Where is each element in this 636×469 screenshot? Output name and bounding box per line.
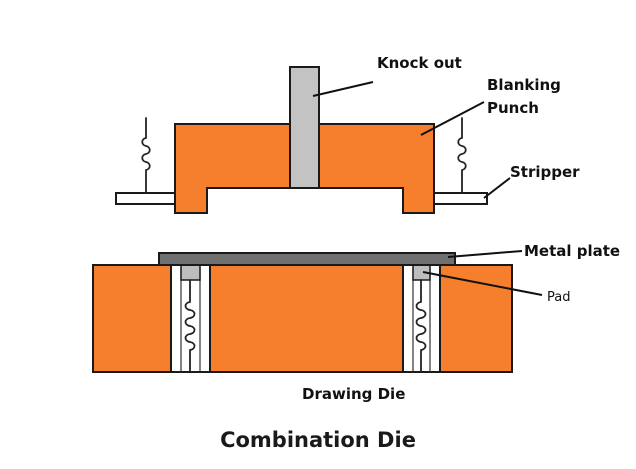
drawing-die-left-block [92, 264, 172, 373]
metal-plate-label: Metal plate [524, 242, 620, 260]
diagram-title: Combination Die [220, 428, 416, 452]
pad-spring-left-icon [184, 279, 196, 373]
drawing-die-label: Drawing Die [302, 385, 405, 403]
stripper-plate-right [432, 192, 488, 205]
pad-spring-right-icon [415, 279, 427, 373]
stripper-label: Stripper [510, 163, 580, 181]
stripper-spring-left-icon [141, 117, 151, 194]
knock-out-rod [289, 66, 320, 189]
blanking-punch-leader [420, 101, 485, 136]
knock-out-leader [312, 81, 374, 97]
pad-left [180, 264, 201, 281]
stripper-spring-right-icon [457, 117, 467, 194]
drawing-die-center-block [209, 264, 404, 373]
blanking-punch-label-line1: Blanking [487, 76, 561, 94]
pad-label: Pad [547, 290, 570, 305]
stripper-leader [483, 177, 511, 199]
blanking-punch-label-line2: Punch [487, 99, 539, 117]
metal-plate [158, 252, 456, 266]
drawing-die-right-block [439, 264, 513, 373]
pad-leader [422, 271, 543, 296]
stripper-plate-left [115, 192, 179, 205]
knock-out-label: Knock out [377, 54, 462, 72]
metal-plate-leader [447, 250, 523, 258]
